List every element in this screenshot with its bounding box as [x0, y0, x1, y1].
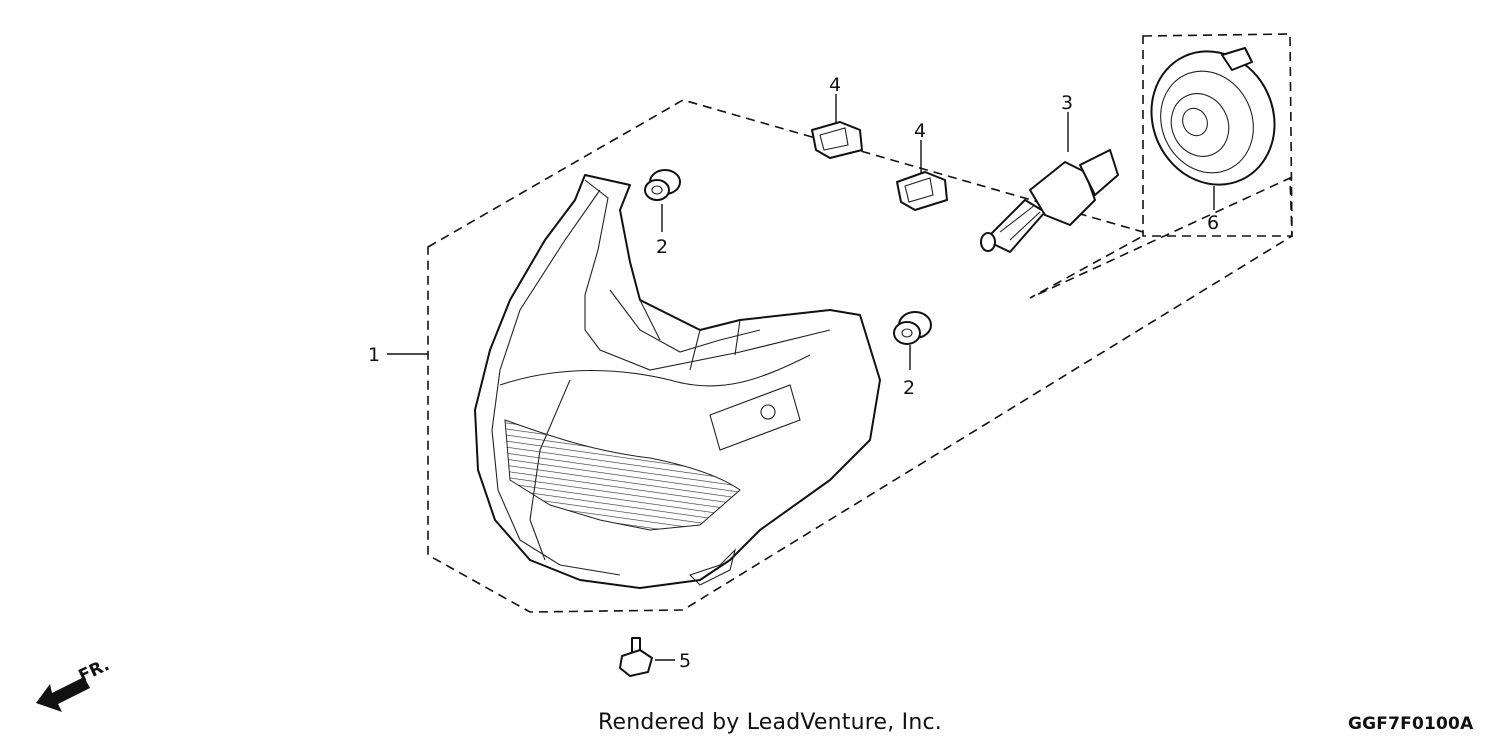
callout-4-lower: 4 [914, 120, 926, 142]
socket-cover-part[interactable] [1130, 31, 1296, 205]
callout-6: 6 [1207, 212, 1219, 234]
clip-lower-part[interactable] [896, 171, 948, 211]
clip-upper-part[interactable] [811, 121, 863, 159]
headlight-bulb-part[interactable] [980, 149, 1119, 253]
grommet-lower-part[interactable] [893, 311, 932, 345]
grommet-upper-part[interactable] [644, 169, 681, 201]
callout-2-upper: 2 [656, 236, 668, 258]
leader-lines [387, 94, 1215, 661]
headlight-unit-part[interactable] [474, 174, 881, 589]
front-arrow-label: FR. [76, 655, 113, 686]
front-direction-arrow: FR. [36, 655, 113, 712]
diagram-code: GGF7F0100A [1348, 714, 1474, 734]
callout-1: 1 [368, 344, 380, 366]
callout-2-lower: 2 [903, 377, 915, 399]
assembly-boundary-headlight [427, 99, 1293, 613]
callout-4-upper: 4 [829, 74, 841, 96]
callout-5: 5 [679, 650, 691, 672]
callout-3: 3 [1061, 92, 1073, 114]
render-credit: Rendered by LeadVenture, Inc. [598, 710, 942, 735]
screw-part[interactable] [619, 637, 653, 677]
assembly-boundary-socket [1142, 33, 1293, 237]
